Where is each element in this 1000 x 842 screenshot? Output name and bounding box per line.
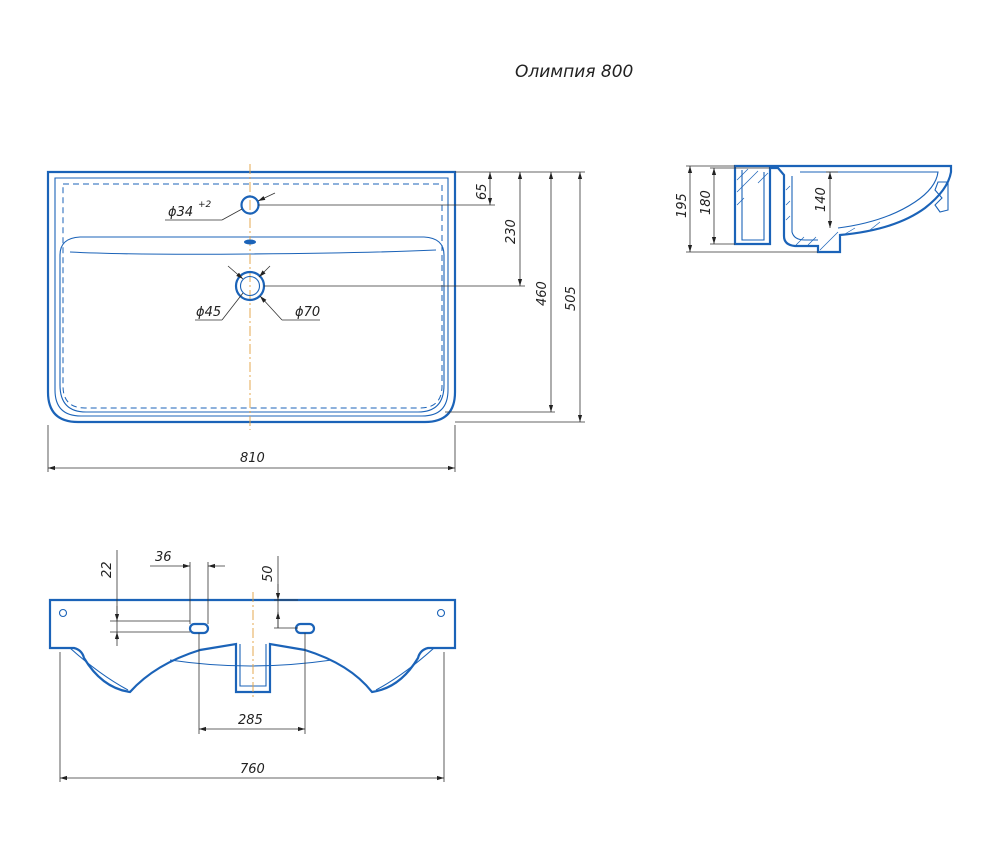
side-back-height-label: 180	[699, 190, 714, 215]
side-view: 195 180 140	[675, 164, 953, 254]
side-overall-height-label: 195	[675, 193, 690, 218]
slot-width-label: 36	[155, 550, 172, 565]
mount-span-label: 760	[240, 762, 265, 777]
front-view: 22 36 50 285 760	[48, 550, 457, 782]
drain-outer-diameter-label: ϕ70	[295, 305, 320, 320]
bowl-depth-label: 460	[535, 281, 550, 306]
width-label: 810	[240, 451, 265, 466]
top-view: ϕ34 +2 ϕ45 ϕ70 65 230 460 505 810	[46, 164, 585, 472]
mount-offset-label: 22	[100, 561, 115, 578]
overall-depth-label: 505	[564, 286, 579, 311]
tap-hole-offset-label: 65	[475, 183, 490, 200]
tap-hole-diameter-label: ϕ34	[168, 205, 193, 220]
slot-drop-label: 50	[261, 565, 276, 582]
drain-inner-diameter-label: ϕ45	[196, 305, 221, 320]
drain-offset-label: 230	[504, 219, 519, 244]
drawing-title: Олимпия 800	[515, 62, 633, 82]
pedestal-width-label: 285	[238, 713, 263, 728]
side-bowl-depth-label: 140	[814, 187, 829, 212]
tap-hole-tolerance-label: +2	[198, 200, 212, 210]
